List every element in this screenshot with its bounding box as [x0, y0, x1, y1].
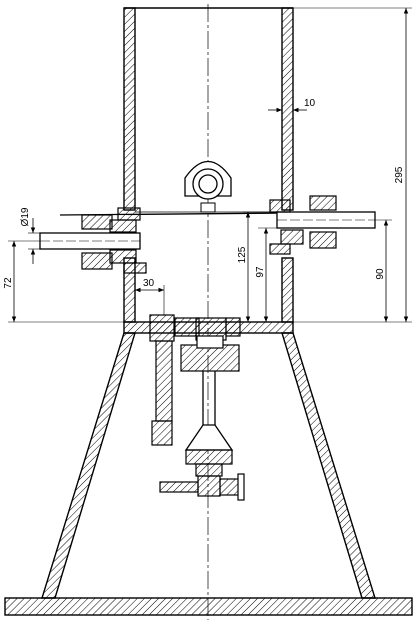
dim-97-label: 97	[255, 266, 266, 278]
dim-90-label: 90	[375, 268, 386, 280]
dim-125-label: 125	[237, 246, 248, 263]
base-plate	[4, 597, 413, 616]
ring-device	[184, 161, 232, 213]
dim-295-label: 295	[394, 166, 405, 183]
lower-wall-right	[281, 257, 294, 323]
dia19-label: Ø19	[20, 207, 31, 226]
cone-wall-right	[281, 332, 376, 599]
dim-30-label: 30	[143, 278, 155, 289]
dim-72-label: 72	[3, 277, 14, 289]
left-pipe-fitting	[39, 207, 147, 274]
dim-10-label: 10	[304, 98, 316, 109]
burner-assembly	[149, 314, 245, 501]
cylinder-wall-left	[123, 7, 136, 211]
right-pipe-fitting	[269, 195, 376, 255]
cylinder-wall-right	[281, 7, 294, 211]
cone-wall-left	[41, 332, 136, 599]
thermocouple-tube	[151, 340, 173, 446]
